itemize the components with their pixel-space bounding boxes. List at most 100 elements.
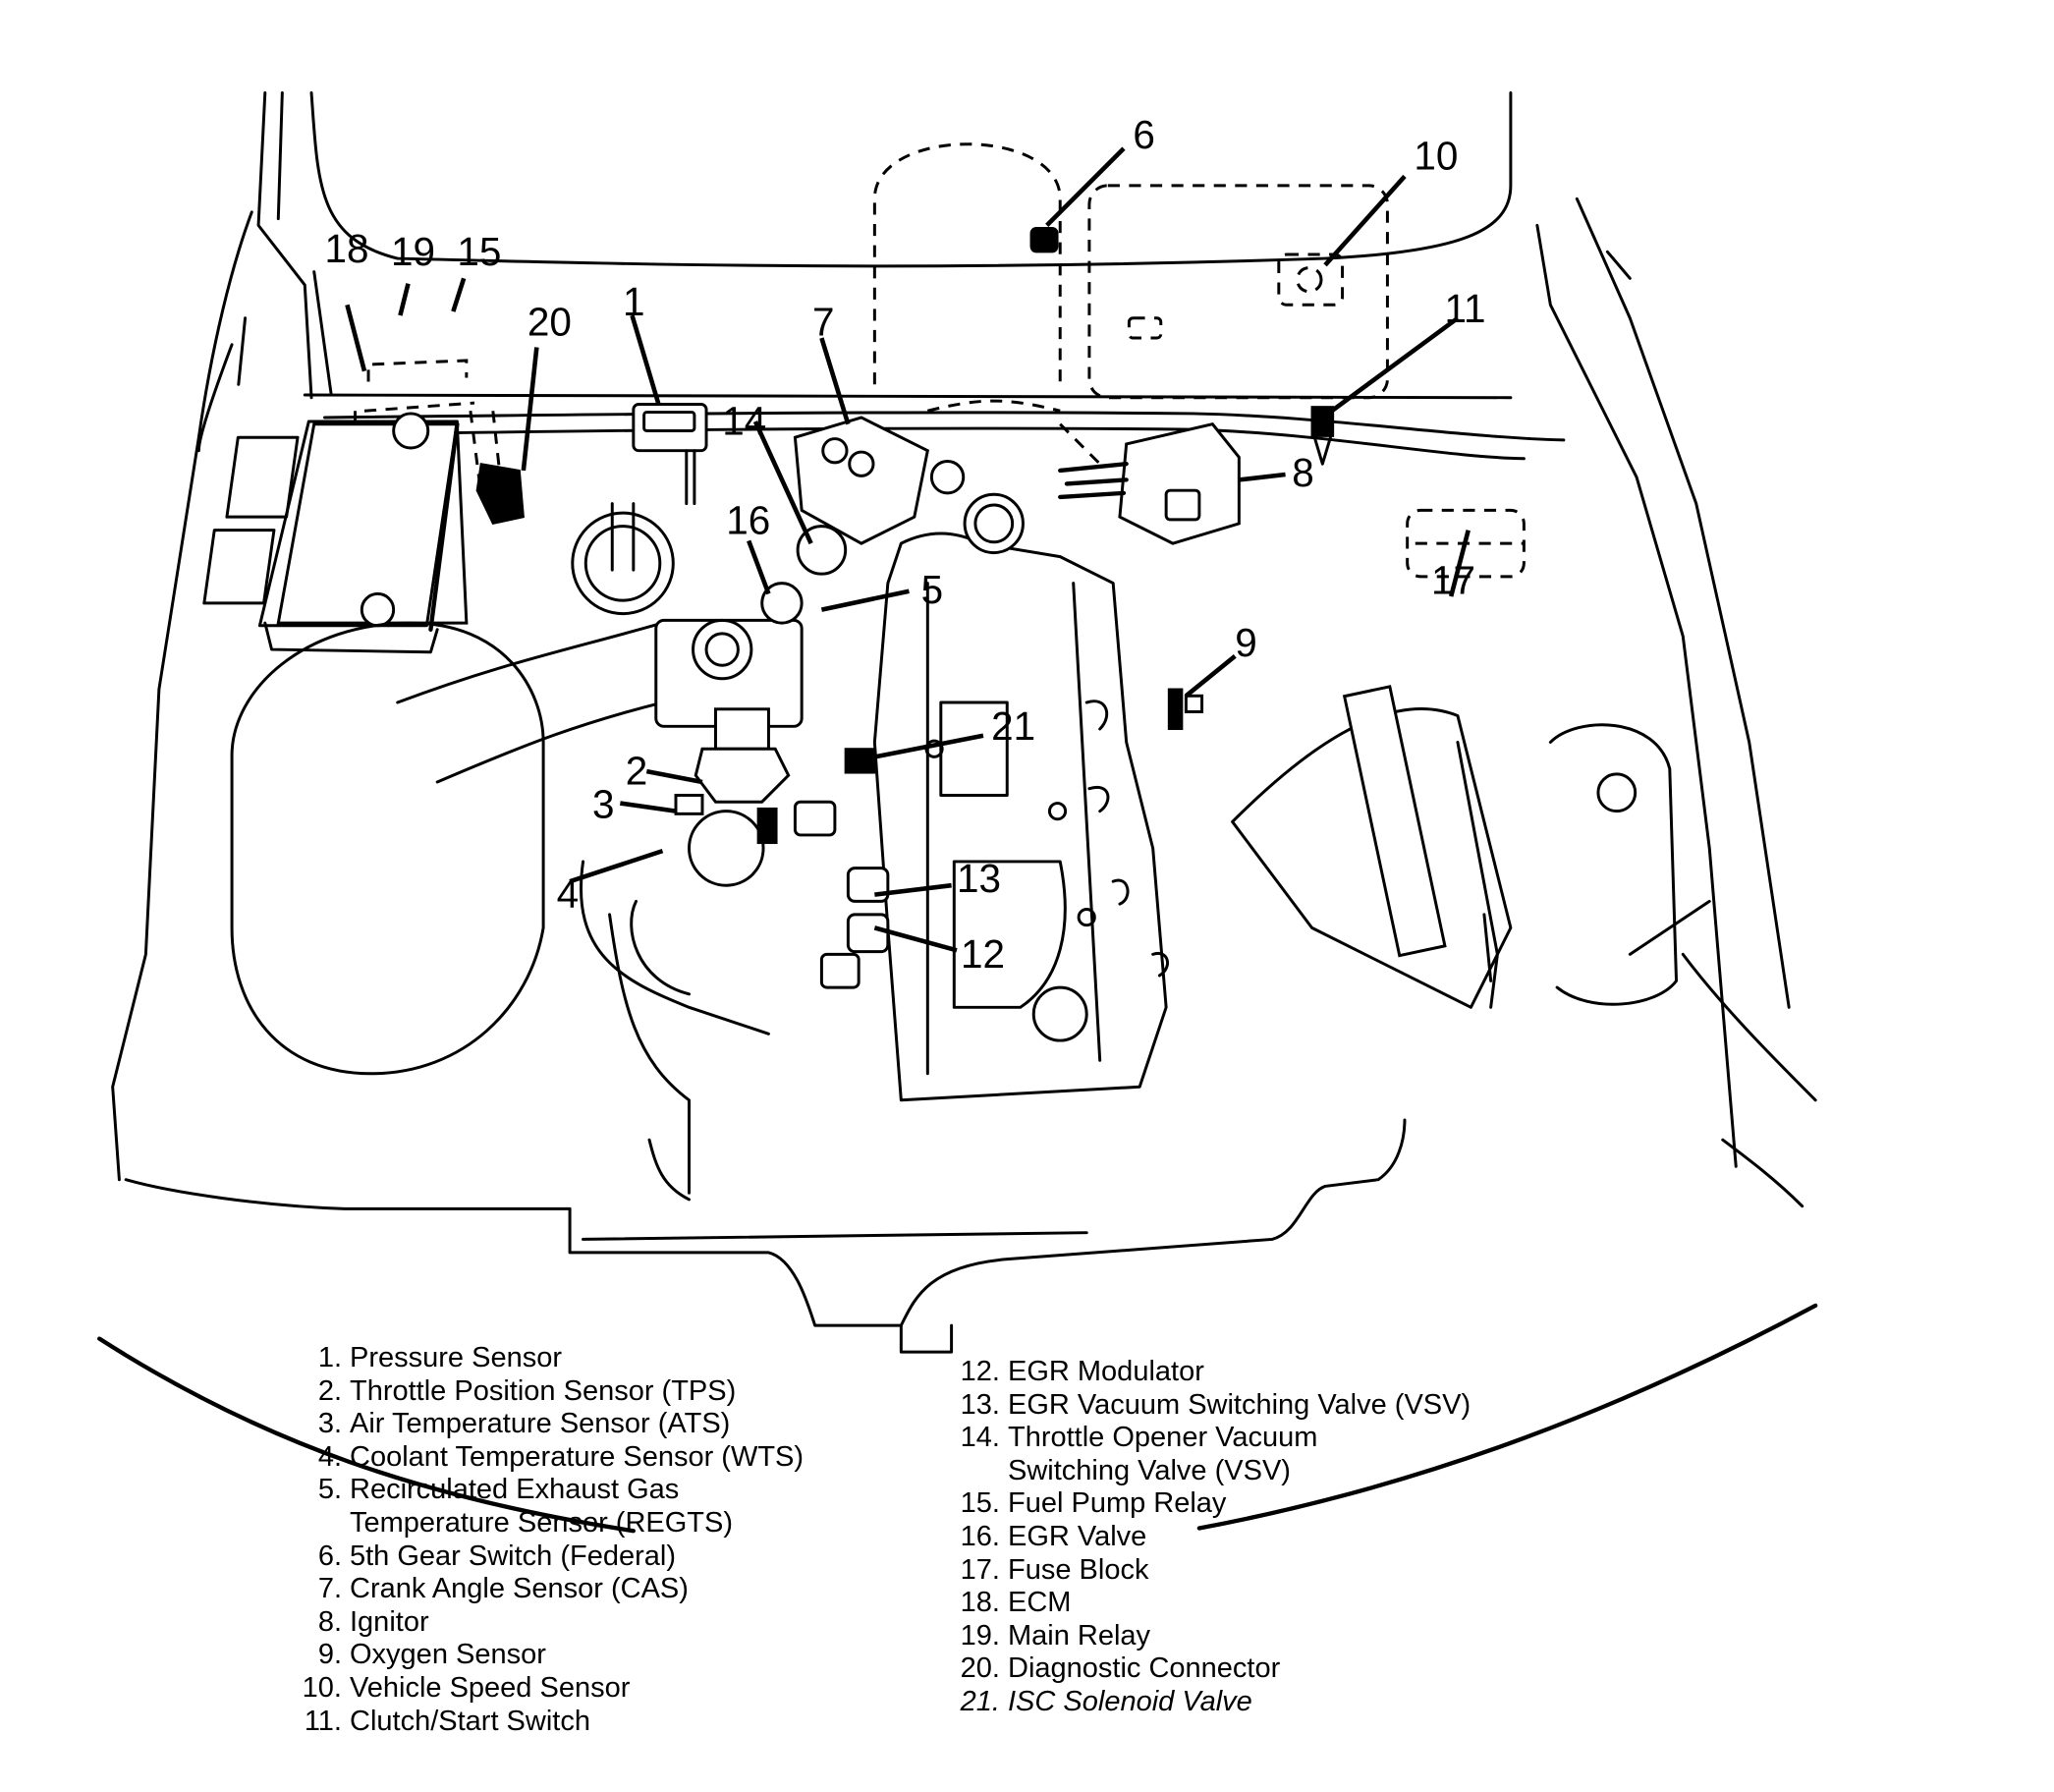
legend-item-label: Oxygen Sensor	[350, 1639, 546, 1671]
leader-2	[645, 768, 703, 785]
legend-item-number: 12.	[960, 1356, 1000, 1387]
legend-item-number: 2.	[317, 1374, 342, 1407]
legend-item: 21.ISC Solenoid Valve	[953, 1686, 1471, 1719]
legend-item-number: 4.	[317, 1440, 342, 1473]
leader-10	[1323, 174, 1407, 267]
legend-item: 20.Diagnostic Connector	[953, 1652, 1471, 1686]
pressure-sensor	[632, 402, 708, 506]
legend-item-label: Throttle Opener Vacuum	[1008, 1422, 1318, 1454]
leader-9	[1184, 654, 1237, 699]
callout-4: 4	[557, 871, 580, 917]
crank-angle-sensor	[793, 416, 966, 545]
legend-item-label: Diagnostic Connector	[1008, 1652, 1281, 1685]
legend-item-number: 11.	[304, 1705, 342, 1737]
legend-item-number: 19.	[960, 1619, 1000, 1652]
legend-item: 7.Crank Angle Sensor (CAS)	[295, 1573, 804, 1606]
legend-item: 5.Recirculated Exhaust Gas	[295, 1474, 804, 1507]
legend-item: 15.Fuel Pump Relay	[953, 1487, 1471, 1521]
legend-item: 17.Fuse Block	[953, 1554, 1471, 1588]
legend-item: 1.Pressure Sensor	[295, 1342, 804, 1375]
callout-3: 3	[592, 781, 615, 826]
legend-item-label: Main Relay	[1008, 1619, 1151, 1652]
legend-item-number: 14.	[960, 1422, 1000, 1454]
legend-item-number: 1.	[317, 1342, 342, 1373]
callout-20: 20	[527, 299, 572, 344]
legend-item-label: EGR Valve	[1008, 1520, 1147, 1552]
legend-item: 2.Throttle Position Sensor (TPS)	[295, 1375, 804, 1409]
legend-item-label: Recirculated Exhaust Gas	[350, 1474, 680, 1506]
legend-item-label: EGR Vacuum Switching Valve (VSV)	[1008, 1388, 1471, 1421]
callout-5: 5	[921, 567, 944, 612]
leader-13	[874, 882, 952, 897]
callout-leaders	[345, 146, 1471, 953]
throttle-body	[571, 502, 890, 996]
legend-item-number: 21.	[960, 1685, 1000, 1717]
leader-4	[569, 848, 664, 884]
callout-12: 12	[961, 931, 1005, 977]
battery	[202, 412, 469, 654]
legend-item: Temperature Sensor (REGTS)	[295, 1507, 804, 1540]
legend-item-number: 8.	[317, 1605, 342, 1638]
oxygen-sensor	[1167, 688, 1204, 731]
legend-item: Switching Valve (VSV)	[953, 1455, 1471, 1488]
legend-item-number: 15.	[960, 1487, 1000, 1520]
legend-item-label: Fuel Pump Relay	[1008, 1487, 1227, 1520]
legend-item-label: EGR Modulator	[1008, 1356, 1204, 1387]
legend-item-number: 18.	[960, 1587, 1000, 1619]
legend-item-label: Vehicle Speed Sensor	[350, 1671, 631, 1704]
callout-1: 1	[623, 279, 645, 324]
legend-item-number: 10.	[302, 1671, 342, 1704]
legend-item-label: Ignitor	[350, 1605, 429, 1638]
callout-9: 9	[1235, 620, 1257, 665]
callout-14: 14	[722, 399, 766, 444]
right-components	[1231, 685, 1711, 1009]
legend-item-number: 7.	[317, 1573, 342, 1605]
callout-2: 2	[626, 749, 648, 794]
legend-item-label: Fuse Block	[1008, 1553, 1149, 1586]
legend-item-number: 16.	[960, 1520, 1000, 1552]
leader-11	[1330, 315, 1460, 414]
ignitor	[1058, 422, 1241, 545]
legend-item-label: Switching Valve (VSV)	[1008, 1454, 1291, 1486]
leader-8	[1239, 472, 1286, 482]
leader-5	[820, 588, 910, 612]
clutch-switch	[1310, 406, 1335, 466]
legend-item: 10.Vehicle Speed Sensor	[295, 1672, 804, 1706]
leader-1	[630, 314, 661, 406]
leader-18	[345, 304, 367, 372]
legend-item: 3.Air Temperature Sensor (ATS)	[295, 1408, 804, 1441]
leader-20	[521, 347, 539, 472]
callout-18: 18	[325, 226, 369, 271]
leader-19	[398, 283, 411, 316]
air-cleaner	[230, 621, 770, 1202]
callout-21: 21	[991, 703, 1035, 749]
legend-item-number: 6.	[317, 1540, 342, 1572]
legend-item-label: Air Temperature Sensor (ATS)	[350, 1408, 731, 1440]
leader-3	[620, 801, 677, 813]
hidden-components	[354, 142, 1526, 579]
legend-item-number: 9.	[317, 1639, 342, 1671]
legend-item: 18.ECM	[953, 1587, 1471, 1620]
legend-item: 9.Oxygen Sensor	[295, 1639, 804, 1672]
legend-item-label: ISC Solenoid Valve	[1008, 1685, 1252, 1717]
legend-item: 16.EGR Valve	[953, 1521, 1471, 1554]
legend-item-number: 17.	[960, 1553, 1000, 1586]
legend-item: 4.Coolant Temperature Sensor (WTS)	[295, 1441, 804, 1475]
callout-6: 6	[1133, 112, 1155, 157]
callout-10: 10	[1414, 134, 1458, 179]
callout-15: 15	[457, 229, 501, 274]
callout-11: 11	[1444, 286, 1485, 331]
leader-14	[752, 420, 813, 545]
legend-item: 6.5th Gear Switch (Federal)	[295, 1540, 804, 1574]
legend-item-number: 5.	[317, 1474, 342, 1506]
callout-8: 8	[1292, 450, 1314, 495]
legend-item: 14.Throttle Opener Vacuum	[953, 1422, 1471, 1455]
callout-13: 13	[957, 856, 1001, 901]
legend-item: 12. EGR Modulator	[953, 1356, 1471, 1389]
legend-item: 13.EGR Vacuum Switching Valve (VSV)	[953, 1389, 1471, 1423]
legend-item-label: Coolant Temperature Sensor (WTS)	[350, 1440, 805, 1473]
callout-labels: 1 2 3 4 5 6 7 8 9 10 11 12 13 14 15 16 1…	[325, 112, 1486, 977]
legend-item-label: Crank Angle Sensor (CAS)	[350, 1573, 689, 1605]
